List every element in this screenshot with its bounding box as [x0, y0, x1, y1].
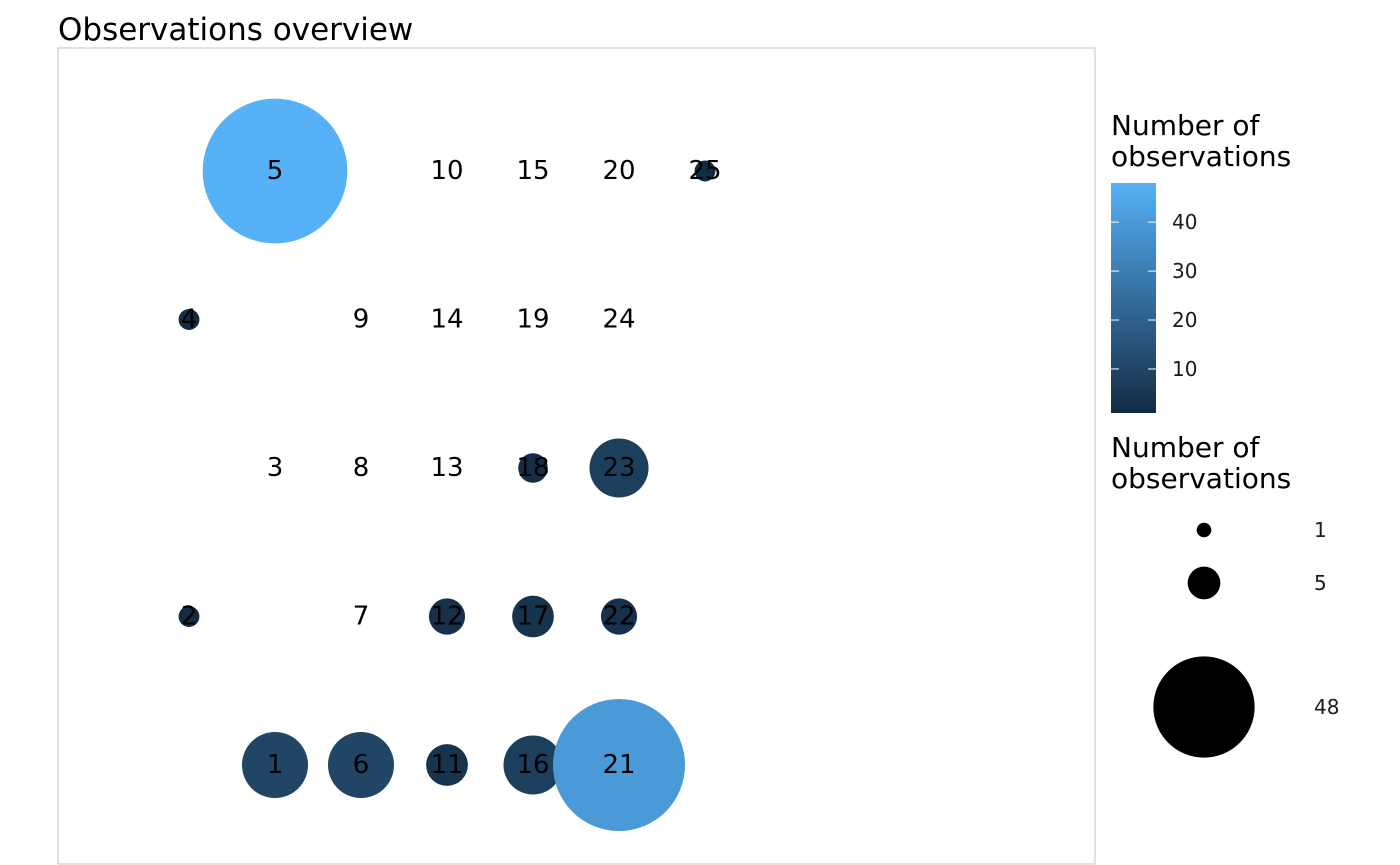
size-key-label-48: 48	[1314, 695, 1339, 719]
color-legend-title-line-1: Number of	[1111, 109, 1261, 142]
size-key-5	[1187, 566, 1221, 600]
point-25	[694, 160, 716, 182]
point-label-25: 25	[688, 156, 721, 186]
size-key-label-5: 5	[1314, 571, 1327, 595]
points-layer	[178, 98, 716, 832]
point-label-21: 21	[602, 750, 635, 780]
point-16	[503, 735, 563, 795]
point-label-6: 6	[353, 750, 370, 780]
point-21	[552, 698, 686, 832]
point-18	[518, 453, 548, 483]
colorbar	[1111, 183, 1156, 413]
point-6	[327, 731, 395, 799]
point-label-5: 5	[267, 156, 284, 186]
size-legend-title-line-1: Number of	[1111, 431, 1261, 464]
point-label-2: 2	[181, 602, 198, 632]
point-label-16: 16	[516, 750, 549, 780]
point-label-4: 4	[181, 305, 198, 335]
colorbar-tick-label-20: 20	[1172, 308, 1197, 332]
size-key-1	[1196, 522, 1212, 538]
point-17	[512, 595, 554, 638]
point-5	[202, 98, 348, 244]
point-label-12: 12	[430, 602, 463, 632]
point-label-13: 13	[430, 453, 463, 483]
point-label-8: 8	[353, 453, 370, 483]
point-label-11: 11	[430, 750, 463, 780]
point-label-10: 10	[430, 156, 463, 186]
point-4	[178, 309, 200, 330]
chart-title: Observations overview	[58, 12, 413, 48]
colorbar-tick-label-10: 10	[1172, 357, 1197, 381]
labels-layer: 1234567891011121314151617181920212223242…	[181, 156, 722, 780]
color-legend-title-line-2: observations	[1111, 140, 1291, 173]
color-legend: Number of observations 10 20 30 40	[1111, 109, 1291, 413]
size-legend-title-line-2: observations	[1111, 462, 1291, 495]
point-label-20: 20	[602, 156, 635, 186]
point-label-22: 22	[602, 602, 635, 632]
point-23	[589, 438, 649, 498]
point-11	[426, 744, 468, 786]
point-label-18: 18	[516, 453, 549, 483]
point-label-23: 23	[602, 453, 635, 483]
point-label-14: 14	[430, 305, 463, 335]
colorbar-tick-label-40: 40	[1172, 210, 1197, 234]
point-label-9: 9	[353, 305, 370, 335]
point-12	[428, 598, 466, 635]
point-label-7: 7	[353, 602, 370, 632]
colorbar-tick-label-30: 30	[1172, 259, 1197, 283]
point-label-3: 3	[267, 453, 284, 483]
point-label-19: 19	[516, 305, 549, 335]
size-key-48	[1153, 656, 1255, 758]
point-label-17: 17	[516, 602, 549, 632]
point-label-24: 24	[602, 305, 635, 335]
point-22	[600, 598, 638, 635]
point-label-1: 1	[267, 750, 284, 780]
colorbar-ticks: 10 20 30 40	[1111, 210, 1197, 381]
point-2	[178, 606, 200, 627]
point-1	[241, 731, 309, 799]
size-key-label-1: 1	[1314, 518, 1327, 542]
point-label-15: 15	[516, 156, 549, 186]
